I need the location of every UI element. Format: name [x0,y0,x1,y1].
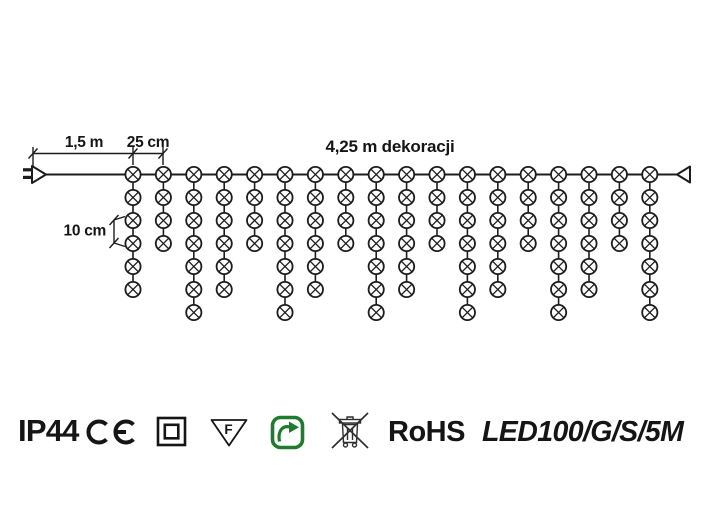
decoration-length-title: 4,25 m dekoracji [325,137,454,156]
plug-icon [23,165,47,184]
light-drop [489,165,507,298]
light-drop [185,165,203,321]
light-drop [337,165,355,252]
light-drop [124,165,142,298]
light-drop [580,165,598,298]
light-drop [367,165,385,321]
light-drop [641,165,659,321]
weee-crossed-bin-icon [331,412,369,449]
lead-length-label: 1,5 m [65,134,103,151]
f-mark-triangle-icon: F [210,419,248,447]
light-drop [519,165,537,252]
light-drop [154,165,172,252]
light-drop [246,165,264,252]
rohs-label: RoHS [388,416,465,448]
dimension-lead-and-spacing [27,147,169,166]
ip-rating-label: IP44 [18,413,80,448]
light-drops [124,165,659,321]
light-drop [550,165,568,321]
end-connector-icon [676,165,691,184]
light-drop [306,165,324,298]
light-drop [610,165,628,252]
bulb-spacing-label: 10 cm [64,223,106,240]
dimension-bulb-spacing [108,214,126,249]
model-label: LED100/G/S/5M [482,416,685,448]
light-drop [428,165,446,252]
drop-spacing-label: 25 cm [127,134,169,151]
recyclable-icon [270,415,305,450]
light-drop [398,165,416,298]
class-ii-insulation-icon [156,416,187,447]
light-drop [458,165,476,321]
f-mark-letter: F [224,422,232,437]
light-drop [215,165,233,298]
ce-mark-icon [86,419,135,445]
light-drop [276,165,294,321]
